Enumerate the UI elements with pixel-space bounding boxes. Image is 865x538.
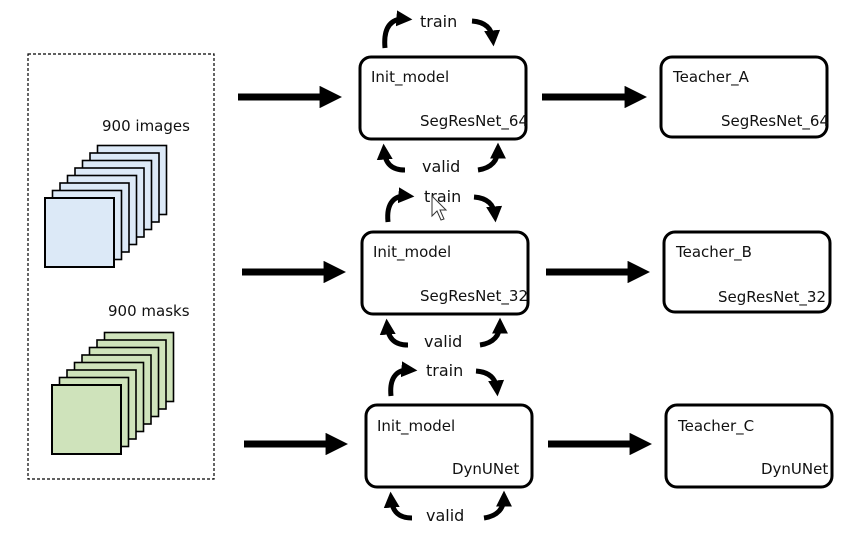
teacher-arch-2: SegResNet_32 xyxy=(718,288,826,307)
valid-loop-arrow-3b xyxy=(483,490,512,521)
pipeline-row-2: train Init_model SegResNet_32 valid Teac… xyxy=(242,187,832,351)
train-label-2: train xyxy=(424,187,461,206)
teacher-box-2 xyxy=(662,230,832,314)
train-loop-arrow-2b xyxy=(473,194,503,223)
train-loop-arrow-2 xyxy=(385,187,415,223)
teacher-label-3: Teacher_C xyxy=(677,417,754,436)
dataset-group-box xyxy=(27,53,215,480)
train-loop-arrow-1 xyxy=(382,10,413,49)
init-model-label-2: Init_model xyxy=(373,243,451,262)
init-model-arch-2: SegResNet_32 xyxy=(420,287,528,306)
init-model-box-2 xyxy=(360,230,530,316)
images-label: 900 images xyxy=(102,117,190,135)
mask-stack-icon xyxy=(51,331,175,455)
mask-sheet xyxy=(51,384,122,455)
init-model-label-3: Init_model xyxy=(377,417,455,436)
valid-loop-arrow-2 xyxy=(379,318,409,348)
train-label-1: train xyxy=(420,12,457,31)
valid-label-2: valid xyxy=(424,332,462,351)
train-loop-arrow-3b xyxy=(475,368,505,397)
pipeline-row-3: train Init_model DynUNet valid Teacher_C… xyxy=(244,361,834,525)
valid-loop-arrow-1 xyxy=(376,143,406,173)
teacher-box-1 xyxy=(659,55,829,139)
valid-label-1: valid xyxy=(422,157,460,176)
teacher-label-1: Teacher_A xyxy=(672,68,750,87)
image-stack-icon xyxy=(44,144,168,268)
train-label-3: train xyxy=(426,361,463,380)
init-model-arch-1: SegResNet_64 xyxy=(420,112,528,131)
init-model-box-1 xyxy=(358,55,528,141)
image-sheet xyxy=(44,197,115,268)
masks-label: 900 masks xyxy=(108,302,190,320)
train-loop-arrow-3 xyxy=(388,361,418,397)
valid-loop-arrow-1b xyxy=(477,142,506,173)
valid-loop-arrow-2b xyxy=(479,317,508,348)
init-model-label-1: Init_model xyxy=(371,68,449,87)
train-loop-arrow-1b xyxy=(471,18,501,47)
teacher-box-3 xyxy=(664,403,834,489)
teacher-label-2: Teacher_B xyxy=(675,243,752,262)
valid-label-3: valid xyxy=(426,506,464,525)
teacher-arch-1: SegResNet_64 xyxy=(721,112,829,131)
init-model-box-3 xyxy=(364,403,534,489)
init-model-arch-3: DynUNet xyxy=(452,460,519,478)
pipeline-row-1: train Init_model SegResNet_64 valid Teac… xyxy=(238,10,829,176)
teacher-arch-3: DynUNet xyxy=(761,460,828,478)
valid-loop-arrow-3 xyxy=(383,491,413,521)
